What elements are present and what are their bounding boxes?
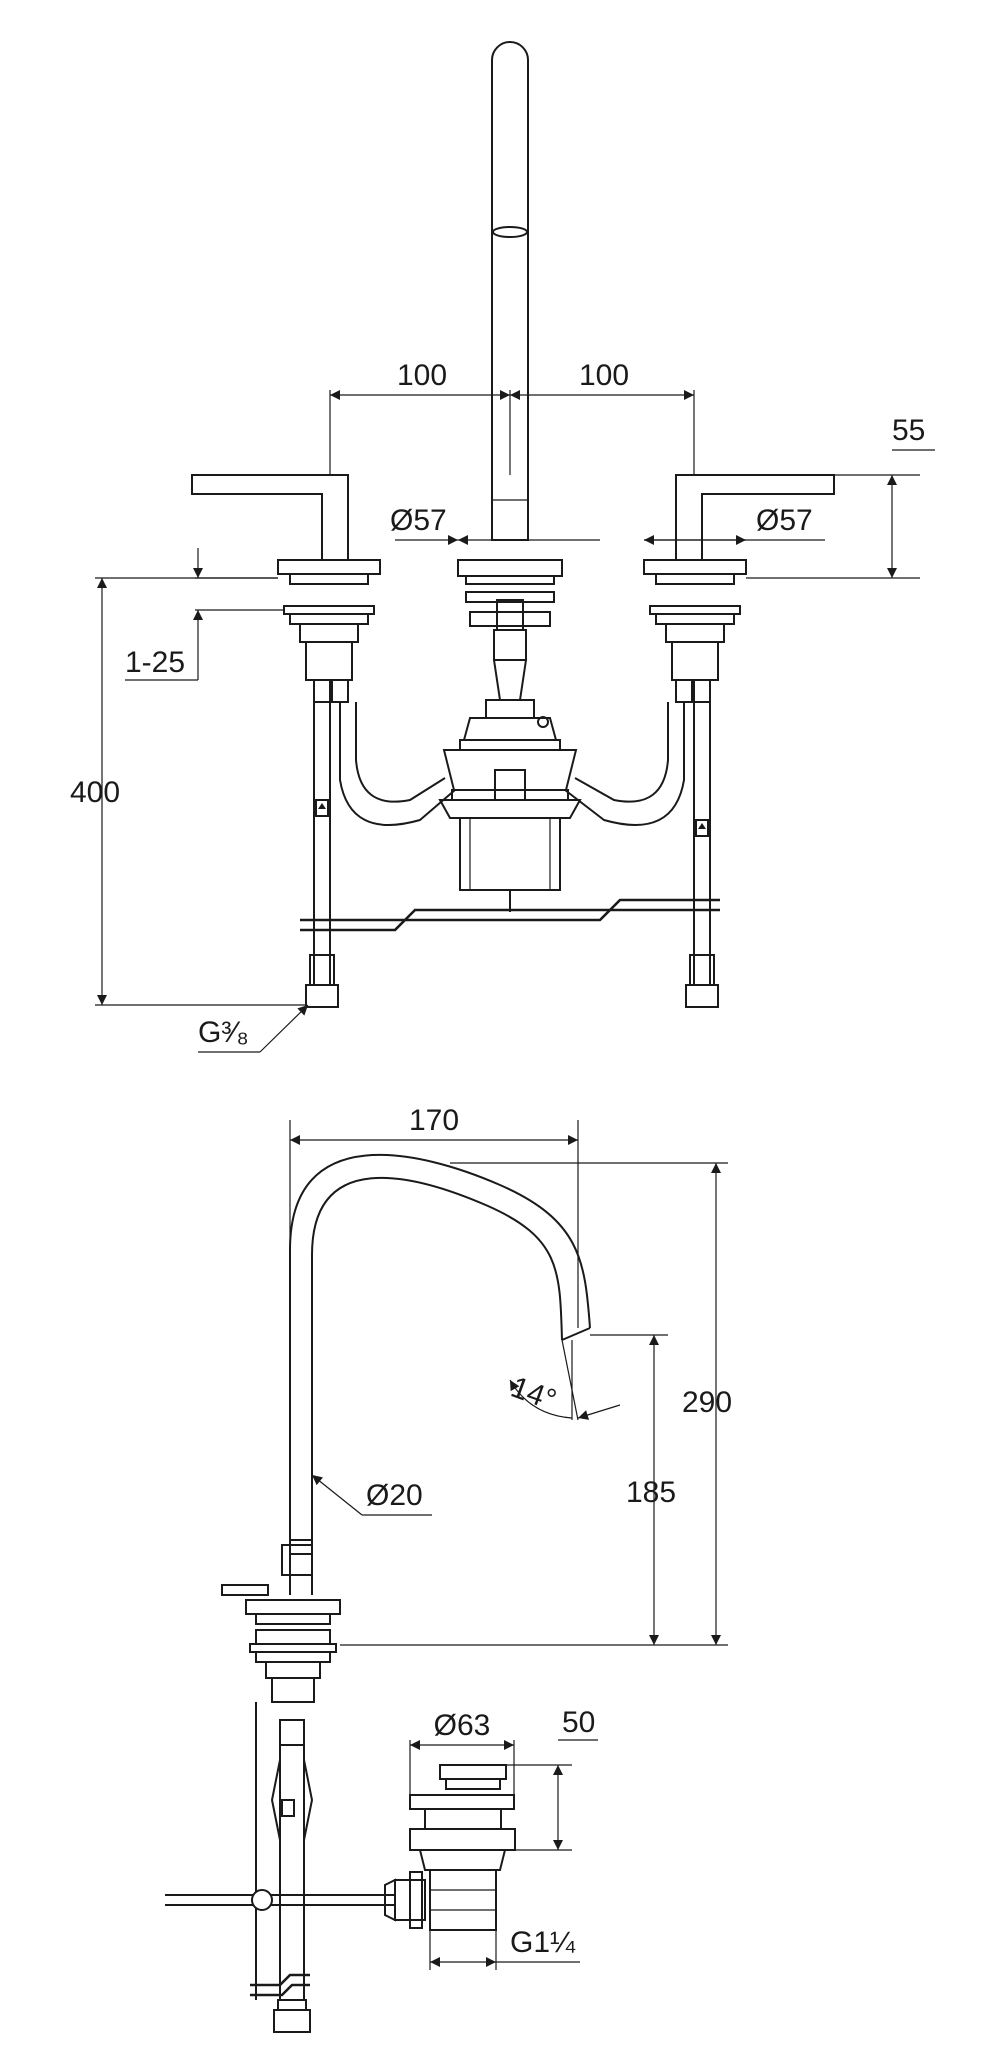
valve-side [165, 1584, 395, 2033]
dim-handle-d57: Ø57 [756, 504, 813, 537]
dim-deck: 1-25 [125, 548, 284, 681]
dim-185-label: 185 [626, 1476, 676, 1509]
spout-front [438, 41, 582, 912]
dim-lever-height: 55 [746, 414, 935, 579]
dim-angle: 14° [507, 1339, 621, 1421]
dim-d63-label: Ø63 [434, 1709, 491, 1742]
dim-clearance: 185 [590, 1334, 676, 1645]
dim-290-label: 290 [682, 1386, 732, 1419]
front-view: 100 100 55 Ø57 Ø57 [70, 41, 935, 1053]
dim-spacing: 100 100 [329, 359, 695, 475]
dim-thread-front: G³⁄₈ [198, 1004, 309, 1053]
side-view: 170 290 185 14° Ø20 [165, 1104, 732, 2033]
dim-50-label: 50 [562, 1706, 595, 1739]
dim-total-height: 290 [340, 1162, 732, 1646]
waste-fitting [384, 1764, 516, 1931]
dim-55-label: 55 [892, 414, 925, 447]
dim-spout-d57: Ø57 [390, 504, 447, 537]
dim-handle-base: Ø57 [644, 504, 825, 545]
dim-thread-label: G³⁄₈ [198, 1016, 249, 1049]
dim-waste-thread: G1¼ [429, 1926, 580, 1970]
dim-spout-diameter: Ø20 [311, 1474, 432, 1516]
dim-spout-base: Ø57 [390, 504, 600, 545]
dim-g114-label: G1¼ [510, 1926, 576, 1959]
dim-supply-length: 400 [70, 577, 306, 1006]
dim-right-spacing: 100 [579, 359, 629, 392]
left-valve [191, 474, 456, 1008]
deck-break-line [300, 898, 720, 932]
dim-reach-label: 170 [409, 1104, 459, 1137]
dim-reach: 170 [289, 1104, 579, 1328]
dim-400-label: 400 [70, 776, 120, 809]
dim-d20-label: Ø20 [366, 1479, 423, 1512]
dim-left-spacing: 100 [397, 359, 447, 392]
right-valve [564, 474, 835, 1008]
spout-side [281, 1154, 591, 1595]
dim-angle-label: 14° [507, 1371, 561, 1418]
dim-deck-label: 1-25 [125, 646, 185, 679]
dim-waste-height: 50 [506, 1706, 598, 1851]
dim-waste-diameter: Ø63 [409, 1709, 515, 1795]
